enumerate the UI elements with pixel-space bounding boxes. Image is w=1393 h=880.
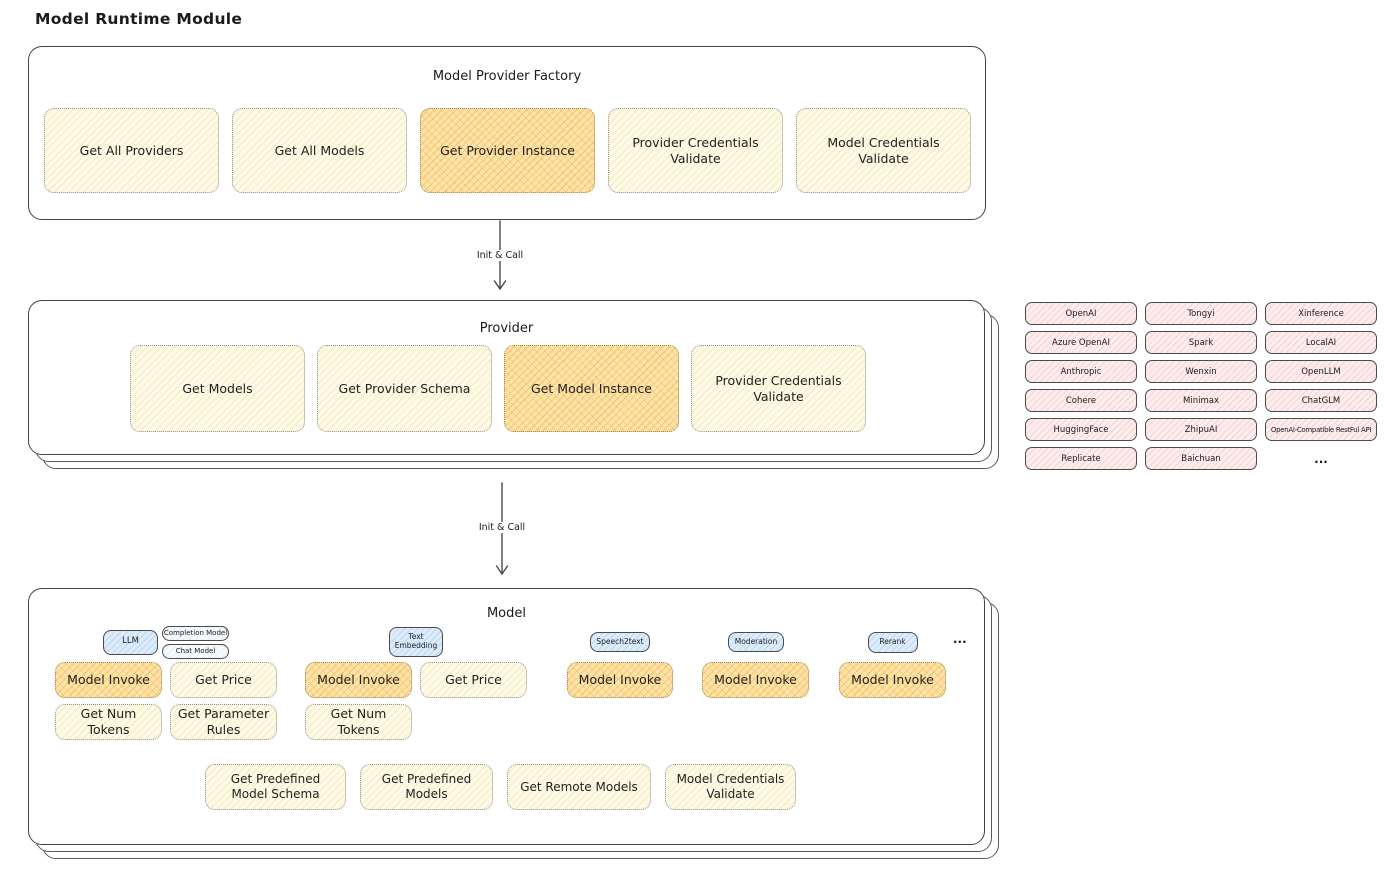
box-get-remote-models: Get Remote Models — [507, 764, 651, 810]
provider-pill-anthropic: Anthropic — [1025, 360, 1137, 383]
box-get-provider-schema: Get Provider Schema — [317, 345, 492, 432]
box-get-predefined-models: Get Predefined Models — [360, 764, 493, 810]
box-provider-credentials-validate: Provider Credentials Validate — [691, 345, 866, 432]
provider-pill-openai-compatible-restful-api: OpenAI-Compatible RestFul API — [1265, 418, 1377, 441]
model-group-moderation-row-1: Model Invoke — [702, 662, 810, 698]
tag-text-embedding: Text Embedding — [389, 627, 443, 657]
model-title: Model — [486, 606, 527, 621]
provider-pill-openllm: OpenLLM — [1265, 360, 1377, 383]
box-model-invoke: Model Invoke — [702, 662, 809, 698]
tag-moderation: Moderation — [728, 632, 784, 652]
provider-pill-baichuan: Baichuan — [1145, 447, 1257, 470]
tag-completion-model: Completion Model — [162, 625, 229, 641]
box-model-credentials-validate: Model Credentials Validate — [796, 108, 971, 193]
provider-pill-replicate: Replicate — [1025, 447, 1137, 470]
provider-pill-chatglm: ChatGLM — [1265, 389, 1377, 412]
provider-pill-cohere: Cohere — [1025, 389, 1137, 412]
model-more-ellipsis: ... — [953, 632, 967, 646]
provider-pill-huggingface: HuggingFace — [1025, 418, 1137, 441]
page-title: Model Runtime Module — [35, 10, 243, 28]
arrow-label-init-call-1: Init & Call — [471, 250, 529, 261]
box-get-all-models: Get All Models — [232, 108, 407, 193]
tag-speech2text: Speech2text — [590, 632, 650, 652]
factory-title: Model Provider Factory — [432, 69, 582, 84]
box-get-parameter-rules: Get Parameter Rules — [170, 704, 277, 740]
box-get-provider-instance: Get Provider Instance — [420, 108, 595, 193]
arrow-label-init-call-2: Init & Call — [473, 522, 531, 533]
box-model-invoke: Model Invoke — [839, 662, 946, 698]
model-group-text-embedding-row-2: Get Num Tokens — [305, 704, 527, 740]
box-get-num-tokens: Get Num Tokens — [55, 704, 162, 740]
tag-rerank: Rerank — [867, 631, 918, 653]
box-get-price: Get Price — [420, 662, 527, 698]
box-model-credentials-validate: Model Credentials Validate — [665, 764, 796, 810]
model-bottom-boxes: Get Predefined Model Schema Get Predefine… — [205, 764, 796, 810]
model-group-speech2text-row-1: Model Invoke — [567, 662, 673, 698]
model-group-text-embedding-tags: Text Embedding — [305, 622, 527, 662]
model-group-speech2text-tags: Speech2text — [567, 622, 673, 662]
box-get-model-instance: Get Model Instance — [504, 345, 679, 432]
box-get-models: Get Models — [130, 345, 305, 432]
box-get-predefined-model-schema: Get Predefined Model Schema — [205, 764, 346, 810]
box-model-invoke: Model Invoke — [567, 662, 673, 698]
box-model-invoke: Model Invoke — [55, 662, 162, 698]
factory-container: Model Provider Factory Get All Providers… — [28, 46, 986, 220]
provider-pill-tongyi: Tongyi — [1145, 302, 1257, 325]
providers-more-ellipsis: ... — [1314, 451, 1328, 466]
provider-pill-zhipuai: ZhipuAI — [1145, 418, 1257, 441]
provider-pill-wenxin: Wenxin — [1145, 360, 1257, 383]
box-model-invoke: Model Invoke — [305, 662, 412, 698]
model-group-rerank-row-1: Model Invoke — [839, 662, 946, 698]
box-get-price: Get Price — [170, 662, 277, 698]
provider-pill-azure-openai: Azure OpenAI — [1025, 331, 1137, 354]
provider-pill-spark: Spark — [1145, 331, 1257, 354]
box-get-all-providers: Get All Providers — [44, 108, 219, 193]
tag-llm: LLM — [103, 629, 158, 655]
box-get-num-tokens: Get Num Tokens — [305, 704, 412, 740]
provider-pill-minimax: Minimax — [1145, 389, 1257, 412]
model-group-rerank-tags: Rerank — [839, 622, 946, 662]
provider-pill-xinference: Xinference — [1265, 302, 1377, 325]
provider-title: Provider — [479, 321, 534, 336]
provider-pill-openai: OpenAI — [1025, 302, 1137, 325]
model-group-moderation-tags: Moderation — [702, 622, 810, 662]
tag-chat-model: Chat Model — [162, 643, 229, 659]
box-provider-credentials-validate: Provider Credentials Validate — [608, 108, 783, 193]
provider-pill-localai: LocalAI — [1265, 331, 1377, 354]
